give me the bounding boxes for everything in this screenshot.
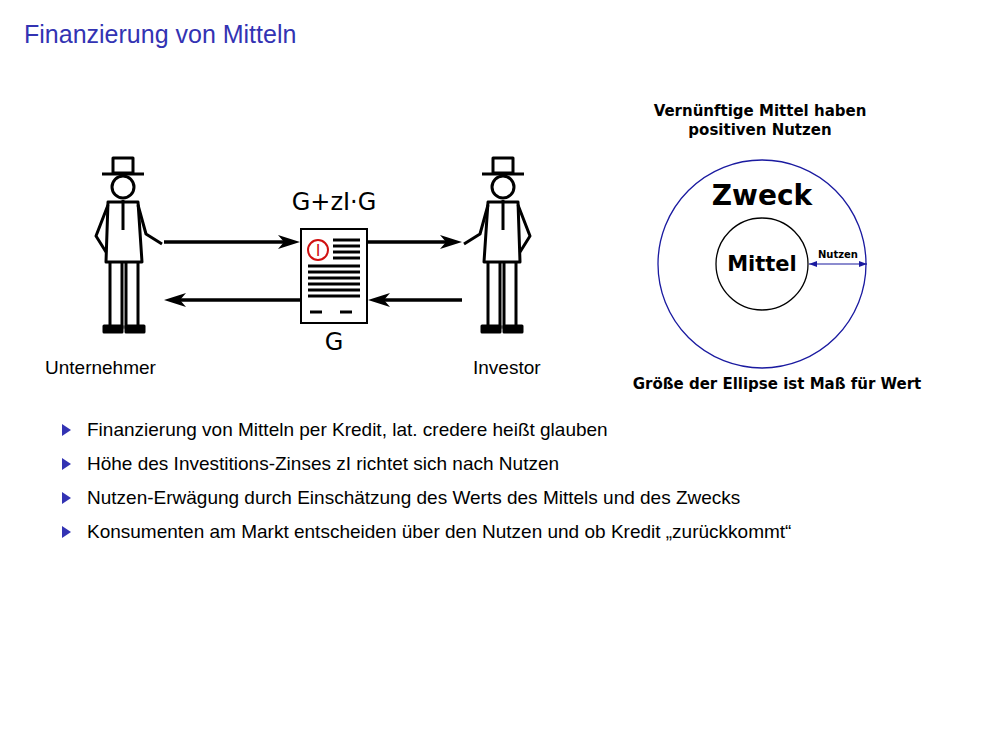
- bullet-item: Finanzierung von Mitteln per Kredit, lat…: [87, 419, 608, 441]
- document-lines: [308, 240, 360, 312]
- circle-outline: [658, 160, 866, 368]
- role-label: Unternehmer: [45, 357, 156, 379]
- person-figure: [96, 158, 162, 332]
- arrow-connector: [376, 298, 462, 302]
- person-figure: [464, 158, 530, 332]
- text-slot: Investor: [473, 357, 541, 379]
- contract-document: G+zI·GIG: [300, 228, 368, 324]
- slide-title: Finanzierung von Mitteln: [24, 20, 296, 49]
- bullet-item: Konsumenten am Markt entscheiden über de…: [87, 521, 791, 543]
- text-slot: I: [316, 241, 321, 260]
- text-slot: Unternehmer: [45, 357, 156, 379]
- arrow-connector: [164, 240, 292, 244]
- investment-seal: [308, 240, 328, 260]
- person-figure: Unternehmer: [84, 156, 164, 340]
- purpose-circle: Mittel Zweck: [657, 159, 867, 369]
- means-circle: Mittel: [715, 217, 809, 311]
- amount-label: G: [325, 328, 344, 356]
- role-label: Investor: [473, 357, 541, 379]
- text-slot: G+zI·G: [292, 188, 377, 216]
- text-slot: Mittel: [727, 252, 797, 276]
- arrow-connector: [172, 298, 300, 302]
- amount-label: G+zI·G: [292, 188, 377, 216]
- bullet-item: Höhe des Investitions-Zinses zI richtet …: [87, 453, 559, 475]
- bullet-markers: [62, 424, 71, 538]
- arrow-connector: [368, 240, 454, 244]
- circle-outline: [716, 218, 808, 310]
- edge-label: Nutzen: [816, 249, 860, 260]
- diagram-caption: Größe der Ellipse ist Maß für Wert: [633, 375, 922, 394]
- person-figure: Investor: [462, 156, 542, 340]
- bullet-item: Nutzen-Erwägung durch Einschätzung des W…: [87, 487, 740, 509]
- text-slot: G: [325, 328, 344, 356]
- circle-heading: Mittel: [727, 252, 797, 276]
- investment-mark: I: [316, 241, 321, 260]
- text-slot: Zweck: [712, 179, 812, 212]
- circle-heading: Zweck: [712, 179, 812, 212]
- arrow-connector: [809, 263, 867, 264]
- diagram-heading: Vernünftige Mittel haben positiven Nutze…: [648, 102, 872, 140]
